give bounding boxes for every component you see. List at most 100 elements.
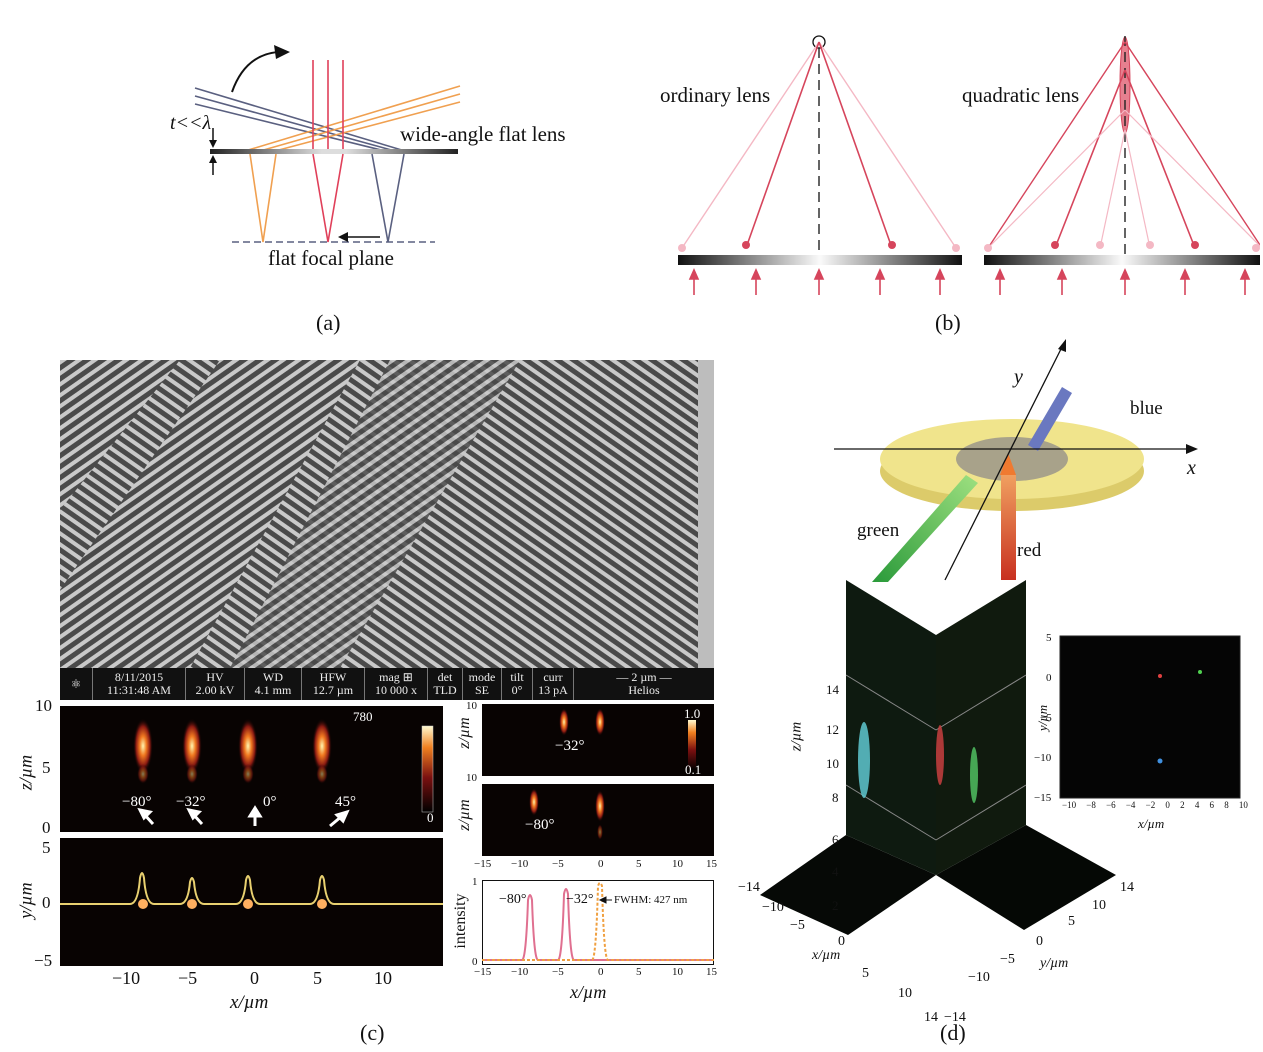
inset-mid-xtick-2: −5	[552, 858, 564, 870]
inset-ytick-0: 0	[1046, 672, 1052, 684]
intensity-xtick-6: 15	[706, 966, 717, 978]
sem-hv-label: HV	[206, 670, 224, 684]
intensity-profile-line	[60, 872, 443, 905]
axis-x-label: x	[1187, 457, 1196, 479]
inset-ytick-minus10: −10	[1034, 752, 1052, 764]
blue-focus	[858, 722, 870, 798]
ytick-minus10: −10	[968, 970, 990, 985]
xtick-minus14: −14	[738, 880, 760, 895]
ymap-ytick-5: 5	[42, 838, 51, 857]
fwhm-label: FWHM: 427 nm	[614, 894, 688, 906]
caption-a: (a)	[316, 310, 341, 335]
ztick-6: 6	[832, 832, 839, 847]
intensity-xlabel: x/µm	[570, 982, 607, 1002]
inset-mid-ytick: 10	[466, 772, 477, 784]
inset-ytick-5: 5	[1046, 632, 1052, 644]
intensity-xtick-3: 0	[598, 966, 604, 978]
angle-45: 45°	[335, 794, 356, 810]
panel-a-diagram	[194, 45, 461, 243]
sem-curr: 13 pA	[538, 683, 568, 697]
colorbar	[421, 725, 434, 813]
rotation-arrowhead-icon	[274, 45, 290, 59]
ymap-xtick-minus5: −5	[178, 968, 198, 988]
sem-tilt: 0°	[511, 683, 523, 697]
panel-b-diagram	[678, 35, 1260, 295]
caption-c: (c)	[360, 1020, 385, 1045]
ytick-0: 0	[1036, 934, 1043, 949]
red-beam-label: red	[1017, 540, 1042, 561]
zlabel: z/µm	[788, 721, 805, 752]
sem-det: TLD	[433, 683, 457, 697]
rotation-arrow-icon	[231, 51, 279, 93]
sem-scale: — 2 µm —	[616, 670, 672, 684]
flat-lens-bar	[210, 149, 458, 154]
inset-top-ylabel: z/µm	[456, 717, 473, 749]
xtick-minus10: −10	[762, 900, 784, 915]
inset-xtick: −8	[1086, 800, 1096, 810]
red-beam	[1001, 475, 1016, 580]
angle-minus32: −32°	[176, 794, 206, 810]
inset-mid-xtick-4: 5	[636, 858, 642, 870]
d-ylabel: y/µm	[1040, 956, 1069, 971]
focal-plane-label: flat focal plane	[268, 246, 394, 270]
xtick-minus5: −5	[790, 918, 805, 933]
ztick-4: 4	[832, 864, 839, 879]
ymap-xtick-0: 0	[250, 968, 259, 988]
inset-xtick: −6	[1106, 800, 1116, 810]
inset-mid-ylabel: z/µm	[456, 799, 473, 831]
inset-xticks: −10 −8 −6 −4 −2 0 2 4 6 8 10	[1062, 800, 1248, 810]
ztick-2: 2	[832, 898, 839, 913]
blue-beam	[1028, 387, 1072, 451]
intensity-xtick-0: −15	[474, 966, 492, 978]
inset-ylabel: y/µm	[1035, 704, 1050, 732]
ztick-12: 12	[826, 722, 839, 737]
sem-time: 11:31:48 AM	[107, 683, 171, 697]
sem-wd-label: WD	[263, 670, 283, 684]
down-arrow-icon	[209, 140, 217, 148]
incidence-arrows	[137, 805, 350, 828]
angle-minus80: −80°	[122, 794, 152, 810]
inset-xlabel: x/µm	[1138, 816, 1165, 831]
intensity-plot	[482, 880, 714, 965]
intensity-ylabel: intensity	[452, 893, 469, 949]
sem-hv: 2.00 kV	[195, 683, 235, 697]
caption-b: (b)	[935, 310, 961, 335]
inset-ytick-minus15: −15	[1034, 792, 1052, 804]
intensity-label-80: −80°	[499, 892, 527, 907]
xtick-0: 0	[838, 934, 845, 949]
ytick-14: 14	[1120, 880, 1134, 895]
intensity-xtick-2: −5	[552, 966, 564, 978]
ztick-14: 14	[826, 682, 839, 697]
wall-right	[936, 580, 1026, 875]
inset-xtick: −10	[1062, 800, 1077, 810]
ordinary-lens-diagram	[678, 35, 962, 295]
ymap-xlabel: x/µm	[230, 992, 269, 1013]
z-intensity-map	[60, 706, 443, 832]
intensity-ytick-1: 1	[472, 876, 478, 888]
caption-d: (d)	[940, 1020, 966, 1045]
inset-mid-angle: −80°	[525, 817, 555, 833]
sem-date: 8/11/2015	[114, 670, 164, 684]
lens-label: wide-angle flat lens	[400, 122, 566, 146]
inset-xtick: 10	[1238, 800, 1248, 810]
ztick-8: 8	[832, 790, 839, 805]
sem-wd: 4.1 mm	[254, 683, 292, 697]
ordinary-lens-label: ordinary lens	[660, 83, 771, 107]
atom-icon: ⚛	[70, 676, 82, 691]
sem-mag-label: mag ⊞	[379, 670, 413, 684]
ytick-minus14: −14	[944, 1010, 966, 1025]
y-intensity-map	[60, 838, 443, 966]
ytick-minus5: −5	[1000, 952, 1015, 967]
angle-0: 0°	[263, 794, 277, 810]
xy-inset	[1059, 635, 1241, 799]
floor-left	[760, 835, 936, 935]
floor-right	[936, 825, 1116, 930]
inset-top-ytick: 10	[466, 700, 477, 712]
ztick-10: 10	[826, 756, 839, 771]
sem-instrument: Helios	[628, 683, 660, 697]
inset-ytick-minus5: −5	[1040, 712, 1052, 724]
inset-top-angle: −32°	[555, 738, 585, 754]
intensity-xtick-4: 5	[636, 966, 642, 978]
sem-curr-label: curr	[543, 670, 563, 684]
ymap-xtick-minus10: −10	[112, 968, 141, 988]
